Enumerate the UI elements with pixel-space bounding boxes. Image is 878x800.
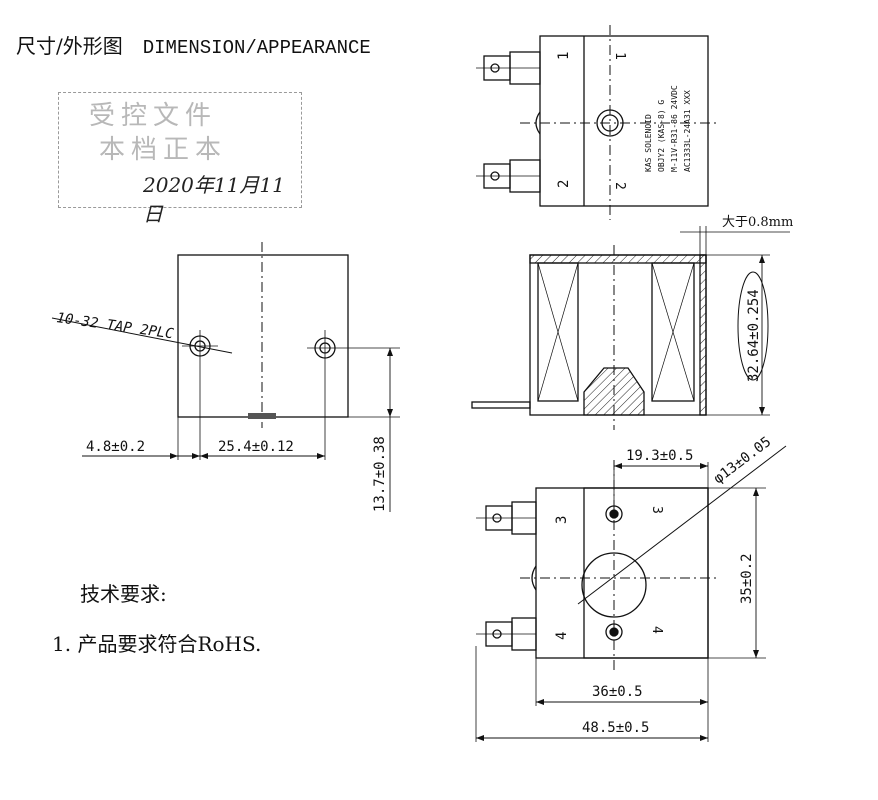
bottom-terminal-4-label: 4: [554, 632, 570, 640]
frame-right-hatch: [699, 254, 707, 416]
top-center-hole-inner: [601, 114, 619, 132]
top-center-hole: [596, 109, 624, 137]
dim-center-text: 25.4±0.12: [218, 439, 294, 455]
bottom-hole-bottom-inner: [609, 627, 619, 637]
width-inner-text: 36±0.5: [592, 684, 643, 700]
top-terminal-2-label: 2: [556, 180, 572, 188]
coil-right-diag-2: [651, 262, 695, 402]
top-view: [476, 25, 720, 220]
section-view: [471, 226, 790, 430]
top-body-mark-2: 2: [612, 182, 627, 190]
bottom-terminal-3-label: 3: [554, 516, 570, 524]
title-english: DIMENSION/APPEARANCE: [142, 37, 371, 59]
top-terminal-1-label: 1: [556, 52, 572, 60]
dim-arrows-bottom: [170, 453, 325, 459]
nameplate-text-3: M-11V-R31-86 24VDC: [670, 85, 679, 172]
stamp-date: 2020年11月11日: [143, 173, 285, 226]
section-height-text: 32.64±0.254: [746, 289, 762, 382]
bottom-body-mark-4: 4: [649, 626, 664, 634]
coil-left-diag-2: [537, 262, 579, 402]
tech-requirement-1: 1. 产品要求符合RoHS.: [52, 632, 262, 656]
tap-leader-line: [51, 317, 233, 354]
nameplate-text-2: OBJY2 (KAS-8) G: [657, 100, 666, 172]
top-body-outline: [539, 35, 709, 207]
nameplate-text-1: KAS SOLENOID: [644, 114, 653, 172]
title-chinese: 尺寸/外形图: [16, 34, 123, 58]
nameplate-text-4: AC1333L-24A31 XXX: [683, 90, 692, 172]
bottom-hole-bottom: [605, 623, 623, 641]
bottom-height-text: 35±0.2: [739, 553, 755, 604]
front-view: [51, 242, 400, 512]
section-terminal: [471, 401, 531, 409]
dim-height-text: 13.7±0.38: [372, 436, 388, 512]
bottom-frame: [583, 487, 709, 659]
stamp-line-1: 受控文件: [89, 101, 218, 131]
offset-dim-text: 19.3±0.5: [626, 448, 693, 464]
tap-label: 10-32 TAP 2PLC: [55, 310, 175, 342]
diameter-leader: [577, 445, 787, 605]
bottom-bore: [581, 552, 647, 618]
dim-left-text: 4.8±0.2: [86, 439, 145, 455]
critical-dim-ellipse: [737, 271, 769, 381]
drawing-title: 尺寸/外形图 DIMENSION/APPEARANCE: [16, 30, 371, 59]
bottom-hole-top-inner: [609, 509, 619, 519]
tech-requirements-title: 技术要求:: [80, 582, 167, 606]
front-bottom-tab: [248, 413, 276, 419]
bottom-body-mark-3: 3: [649, 506, 664, 514]
bottom-hole-top: [605, 505, 623, 523]
stamp-line-2: 本档正本: [99, 135, 228, 165]
top-notch: [535, 111, 541, 135]
control-stamp: 受控文件 本档正本 2020年11月11日: [58, 92, 302, 226]
bottom-view: [475, 445, 787, 742]
top-body-mark-1: 1: [612, 52, 627, 60]
gap-label: 大于0.8mm: [722, 215, 793, 230]
height-dim-arrows: [387, 348, 393, 417]
bottom-notch: [531, 565, 537, 591]
width-outer-text: 48.5±0.5: [582, 720, 649, 736]
frame-top-hatch: [529, 254, 707, 264]
